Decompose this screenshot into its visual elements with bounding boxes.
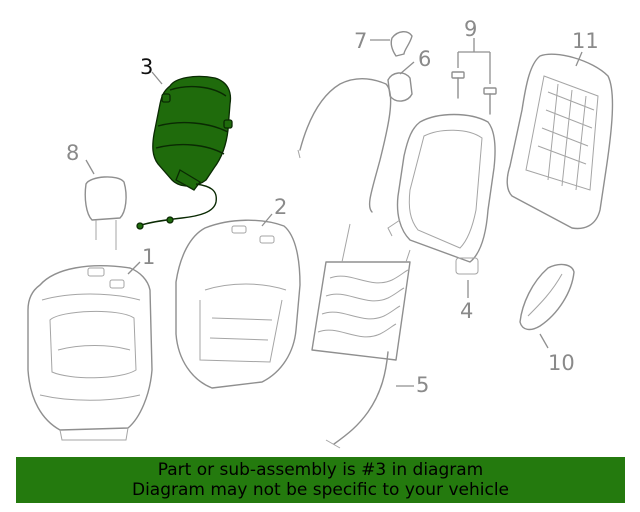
part-11-back-panel[interactable]	[506, 53, 614, 230]
leader-3	[151, 71, 163, 85]
part-3-seat-back-pad[interactable]	[136, 75, 233, 230]
callout-4[interactable]: 4	[460, 299, 473, 323]
banner-line-1: Part or sub-assembly is #3 in diagram	[157, 460, 484, 480]
callout-1[interactable]: 1	[142, 245, 155, 269]
leader-11	[575, 51, 583, 67]
leader-2	[261, 213, 273, 227]
part-2-cushion-frame[interactable]	[175, 219, 301, 389]
leader-10	[539, 333, 549, 349]
part-6-wire-assembly[interactable]	[297, 72, 413, 213]
callout-2[interactable]: 2	[274, 195, 287, 219]
part-10-trim-cover[interactable]	[519, 263, 575, 331]
callout-5[interactable]: 5	[416, 373, 429, 397]
callout-7[interactable]: 7	[354, 29, 367, 53]
callout-8[interactable]: 8	[66, 141, 79, 165]
part-8-headrest[interactable]	[84, 176, 127, 250]
leader-8	[85, 159, 95, 175]
callout-9[interactable]: 9	[464, 17, 477, 41]
part-info-banner: Part or sub-assembly is #3 in diagram Di…	[16, 457, 625, 503]
part-9-screws[interactable]	[451, 38, 497, 115]
part-4-seat-back-frame[interactable]	[387, 113, 496, 275]
callout-6[interactable]: 6	[418, 47, 431, 71]
leader-6	[399, 61, 415, 75]
part-5-spring-mat[interactable]	[311, 223, 411, 449]
leader-1	[127, 261, 141, 275]
parts-diagram: 1 2 3 4	[27, 17, 614, 449]
banner-line-2: Diagram may not be specific to your vehi…	[131, 480, 509, 500]
callout-10[interactable]: 10	[548, 351, 575, 375]
callout-3[interactable]: 3	[140, 55, 153, 79]
callout-11[interactable]: 11	[572, 29, 599, 53]
part-1-seat-cushion[interactable]	[27, 265, 153, 441]
part-7-clip[interactable]	[390, 31, 413, 57]
